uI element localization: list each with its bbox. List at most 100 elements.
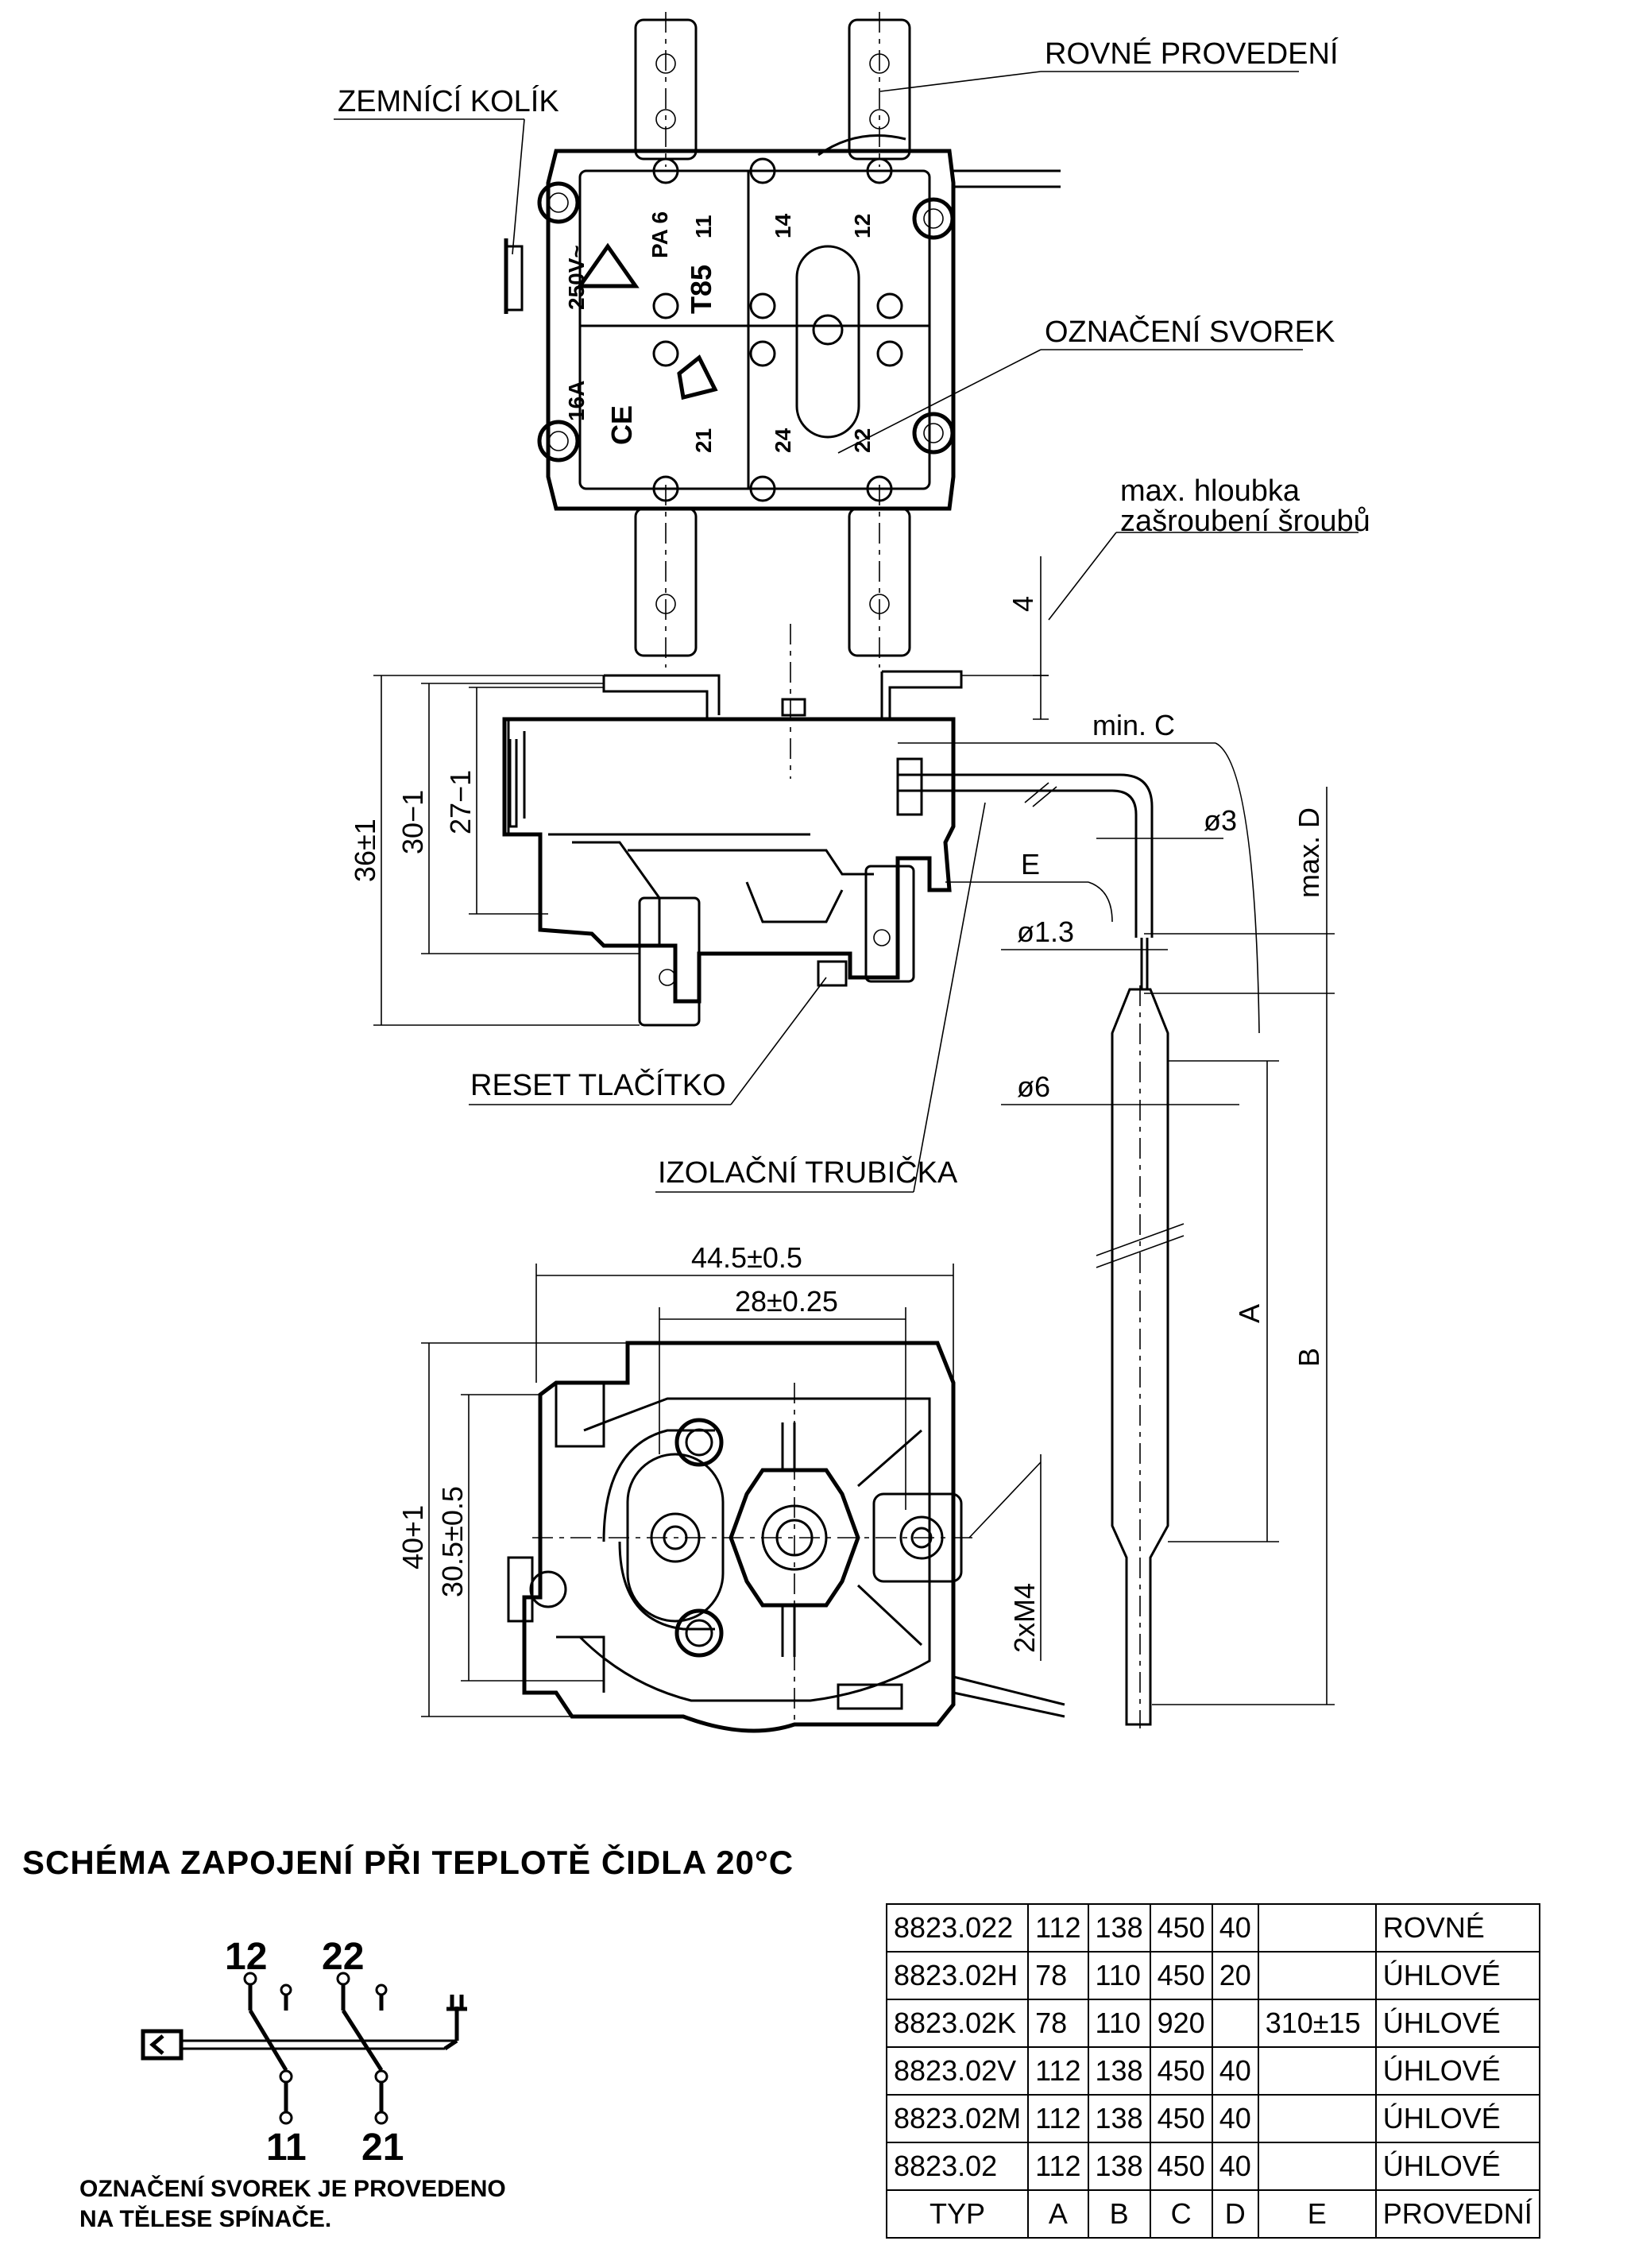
table-cell: 8823.02K	[885, 1999, 1030, 2048]
table-cell: ROVNÉ	[1374, 1903, 1540, 1953]
table-cell: 450	[1149, 2046, 1213, 2096]
marking-pa6: PA 6	[647, 211, 672, 258]
dim-max-d: max. D	[1293, 807, 1325, 898]
table-cell: 112	[1027, 2094, 1089, 2143]
table-cell: 40	[1211, 1903, 1259, 1953]
dim-36: 36±1	[349, 819, 381, 882]
schema-label-12: 12	[225, 1936, 267, 1978]
table-row: 8823.02M 112 138 450 40 ÚHLOVÉ	[885, 2094, 1540, 2143]
label-reset-tlacitko: RESET TLAČÍTKO	[470, 1067, 726, 1102]
table-cell: 8823.02H	[885, 1951, 1030, 2000]
dim-30: 30−1	[396, 790, 429, 854]
table-cell	[1257, 1951, 1377, 2000]
table-cell: 112	[1027, 1903, 1089, 1953]
callout-leaders	[334, 71, 1359, 621]
terminal-24: 24	[771, 428, 795, 453]
label-zemnici-kolik: ZEMNÍCÍ KOLÍK	[338, 84, 559, 118]
table-cell: 920	[1149, 1999, 1213, 2048]
schema-label-11: 11	[266, 2127, 307, 2169]
table-cell: 138	[1087, 2094, 1151, 2143]
table-cell: 110	[1087, 1999, 1151, 2048]
label-rovne-provedeni: ROVNÉ PROVEDENÍ	[1045, 37, 1339, 71]
table-cell: 450	[1149, 1903, 1213, 1953]
dim-27: 27−1	[444, 770, 477, 834]
table-cell: 138	[1087, 2046, 1151, 2096]
schema-title: SCHÉMA ZAPOJENÍ PŘI TEPLOTĚ ČIDLA 20°C	[22, 1844, 794, 1881]
bottom-view	[507, 1341, 1065, 1733]
table-cell	[1211, 1999, 1259, 2048]
table-cell: ÚHLOVÉ	[1374, 1951, 1540, 2000]
table-cell: 138	[1087, 2142, 1151, 2191]
table-row: 8823.02 112 138 450 40 ÚHLOVÉ	[885, 2142, 1540, 2191]
dim-phi3: ø3	[1204, 804, 1237, 837]
table-cell	[1257, 1903, 1377, 1953]
dim-2xm4: 2xM4	[1008, 1583, 1041, 1653]
table-header-cell: C	[1149, 2189, 1213, 2239]
schema-note-line-1: OZNAČENÍ SVOREK JE PROVEDENO	[79, 2176, 506, 2202]
marking-16a: 16A	[564, 381, 589, 421]
table-row: 8823.022 112 138 450 40 ROVNÉ	[885, 1903, 1540, 1953]
terminal-12: 12	[850, 214, 875, 238]
top-view	[504, 12, 1061, 668]
terminal-14: 14	[771, 213, 795, 238]
dim-phi6: ø6	[1017, 1070, 1050, 1103]
marking-ce: CE	[605, 405, 638, 445]
table-cell: 8823.02	[885, 2142, 1030, 2191]
schema-label-22: 22	[322, 1936, 364, 1978]
table-cell: 8823.022	[885, 1903, 1030, 1953]
dim-phi1-3: ø1.3	[1017, 915, 1074, 948]
table-cell: 40	[1211, 2142, 1259, 2191]
schema-label-21: 21	[361, 2127, 404, 2169]
label-max-hloubka-2: zašroubení šroubů	[1120, 505, 1370, 538]
table-cell: ÚHLOVÉ	[1374, 2094, 1540, 2143]
table-cell: 112	[1027, 2142, 1089, 2191]
table-cell: 110	[1087, 1951, 1151, 2000]
table-header-row: TYP A B C D E PROVEDNÍ	[885, 2189, 1540, 2239]
dim-40: 40+1	[396, 1505, 429, 1569]
label-izolacni-trubicka: IZOLAČNÍ TRUBIČKA	[658, 1155, 958, 1190]
dim-min-c: min. C	[1092, 709, 1175, 741]
dim-4: 4	[1007, 596, 1039, 612]
marking-250v: 250V~	[564, 245, 589, 310]
table-cell	[1257, 2142, 1377, 2191]
table-cell: 40	[1211, 2094, 1259, 2143]
table-cell: 78	[1027, 1951, 1089, 2000]
dim-30-5: 30.5±0.5	[436, 1486, 469, 1597]
table-cell: 450	[1149, 2142, 1213, 2191]
side-callout-leaders	[469, 802, 986, 1193]
table-cell: 20	[1211, 1951, 1259, 2000]
dim-b: B	[1293, 1348, 1325, 1367]
table-cell: 8823.02M	[885, 2094, 1030, 2143]
table-cell: ÚHLOVÉ	[1374, 2046, 1540, 2096]
label-oznaceni-svorek: OZNAČENÍ SVOREK	[1045, 314, 1335, 349]
side-dimensions	[373, 556, 1335, 1705]
table-header-cell: PROVEDNÍ	[1374, 2189, 1540, 2239]
dim-28: 28±0.25	[735, 1285, 838, 1318]
table-cell: 450	[1149, 1951, 1213, 2000]
table-cell: 450	[1149, 2094, 1213, 2143]
terminal-11: 11	[691, 215, 716, 238]
table-row: 8823.02K 78 110 920 310±15 ÚHLOVÉ	[885, 1999, 1540, 2048]
table-header-cell: A	[1027, 2189, 1089, 2239]
table-header-cell: TYP	[885, 2189, 1030, 2239]
table-cell	[1257, 2094, 1377, 2143]
table-cell: 40	[1211, 2046, 1259, 2096]
table-header-cell: D	[1211, 2189, 1259, 2239]
table-cell: ÚHLOVÉ	[1374, 2142, 1540, 2191]
label-max-hloubka-1: max. hloubka	[1120, 474, 1301, 508]
table-cell: 310±15	[1257, 1999, 1377, 2048]
side-view	[502, 624, 1185, 1728]
table-cell	[1257, 2046, 1377, 2096]
table-cell: 8823.02V	[885, 2046, 1030, 2096]
table-cell: ÚHLOVÉ	[1374, 1999, 1540, 2048]
table-header-cell: B	[1087, 2189, 1151, 2239]
table-header-cell: E	[1257, 2189, 1377, 2239]
schema-note: OZNAČENÍ SVOREK JE PROVEDENO NA TĚLESE S…	[79, 2174, 506, 2235]
dim-44-5: 44.5±0.5	[691, 1241, 802, 1274]
table-cell: 112	[1027, 2046, 1089, 2096]
dim-e: E	[1021, 848, 1040, 880]
table-row: 8823.02V 112 138 450 40 ÚHLOVÉ	[885, 2046, 1540, 2096]
marking-t85: T85	[685, 265, 717, 314]
table-row: 8823.02H 78 110 450 20 ÚHLOVÉ	[885, 1951, 1540, 2000]
